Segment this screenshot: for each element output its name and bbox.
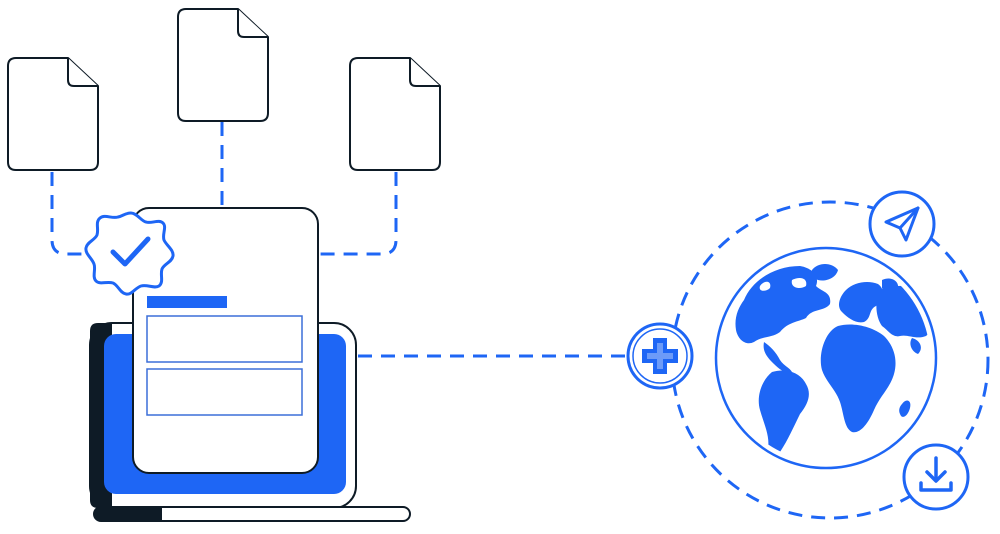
form-title-bar bbox=[147, 296, 227, 308]
document-icon bbox=[349, 57, 441, 171]
document-connectors bbox=[50, 122, 628, 358]
laptop-base-shadow bbox=[94, 507, 162, 521]
download-icon bbox=[902, 443, 970, 511]
globe-icon bbox=[714, 246, 938, 470]
form-field bbox=[146, 368, 303, 416]
form-field bbox=[146, 315, 303, 363]
connector-left bbox=[50, 172, 110, 256]
connector-right bbox=[318, 172, 398, 256]
document-icon bbox=[177, 8, 269, 122]
form-document-icon bbox=[132, 207, 319, 474]
send-icon bbox=[868, 190, 936, 258]
verified-badge-icon bbox=[84, 211, 175, 296]
document-icon bbox=[7, 57, 99, 171]
plus-icon bbox=[626, 322, 694, 390]
